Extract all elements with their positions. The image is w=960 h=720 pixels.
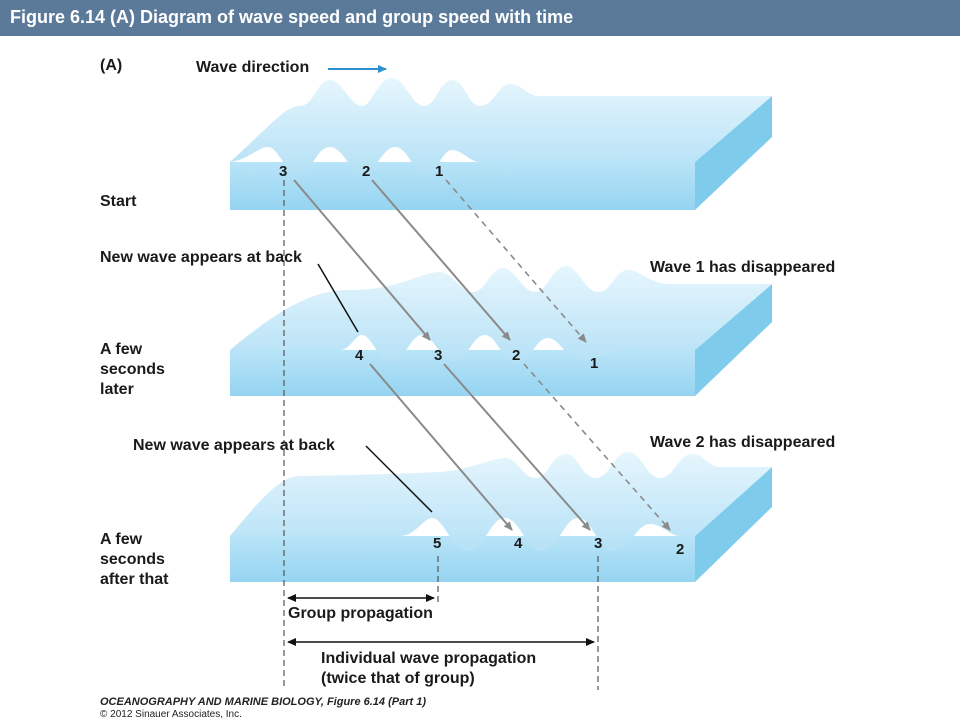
slab-after-surface <box>230 452 772 551</box>
slab-later-front <box>230 350 695 396</box>
track-arrow-wave2-a <box>371 179 511 341</box>
footer-copyright: © 2012 Sinauer Associates, Inc. <box>100 709 242 720</box>
annotation-wave1-disappeared: Wave 1 has disappeared <box>650 259 835 276</box>
slab-later-side <box>695 284 772 396</box>
slab-later <box>230 266 772 396</box>
crest-number: 2 <box>362 163 370 180</box>
crest-number: 5 <box>433 535 441 552</box>
stage-label-line: seconds <box>100 361 165 378</box>
stage-label-line: after that <box>100 571 169 588</box>
crest-number: 4 <box>514 535 523 552</box>
track-arrow-wave3-b <box>443 363 591 531</box>
track-arrow-wave1-dashed <box>445 179 587 343</box>
slab-after <box>230 452 772 582</box>
slab-after-side <box>695 467 772 582</box>
footer-citation: OCEANOGRAPHY AND MARINE BIOLOGY, Figure … <box>100 696 426 708</box>
leader-new-wave-2 <box>365 445 433 513</box>
slab-start-surface <box>230 78 772 173</box>
slab-start <box>230 78 772 210</box>
crest-number: 1 <box>590 355 598 372</box>
track-arrow-wave2-dashed <box>523 363 671 531</box>
individual-propagation-note: (twice that of group) <box>321 670 475 687</box>
crest-number: 4 <box>355 347 364 364</box>
track-arrow-wave3-a <box>293 179 431 341</box>
stage-label-start: Start <box>100 193 137 210</box>
crest-number: 3 <box>279 163 287 180</box>
stage-label-later: A few seconds later <box>100 341 165 398</box>
annotation-new-wave-2: New wave appears at back <box>133 437 335 454</box>
crest-number: 1 <box>435 163 443 180</box>
group-propagation-label: Group propagation <box>288 605 433 622</box>
wave-direction-label: Wave direction <box>196 59 309 76</box>
slab-start-front <box>230 162 695 210</box>
crest-number: 3 <box>434 347 442 364</box>
figure-title: Figure 6.14 (A) Diagram of wave speed an… <box>10 7 574 27</box>
stage-label-after: A few seconds after that <box>100 531 169 588</box>
crest-number: 2 <box>676 541 684 558</box>
crest-number: 3 <box>594 535 602 552</box>
annotation-wave2-disappeared: Wave 2 has disappeared <box>650 434 835 451</box>
leader-new-wave-1 <box>317 263 359 333</box>
stage-label-line: Start <box>100 193 137 210</box>
stage-label-line: A few <box>100 341 143 358</box>
wave-diagram: (A) Wave direction 3 2 1 4 3 2 1 5 4 3 2 <box>100 57 835 720</box>
individual-propagation-label: Individual wave propagation <box>321 650 536 667</box>
slab-after-front <box>230 536 695 582</box>
crest-number: 2 <box>512 347 520 364</box>
annotation-new-wave-1: New wave appears at back <box>100 249 302 266</box>
panel-label: (A) <box>100 57 122 74</box>
title-bar: Figure 6.14 (A) Diagram of wave speed an… <box>0 0 960 36</box>
stage-label-line: A few <box>100 531 143 548</box>
stage-label-line: seconds <box>100 551 165 568</box>
track-arrow-wave4 <box>369 363 513 531</box>
slab-start-side <box>695 96 772 210</box>
stage-label-line: later <box>100 381 134 398</box>
slab-later-surface <box>230 266 772 364</box>
